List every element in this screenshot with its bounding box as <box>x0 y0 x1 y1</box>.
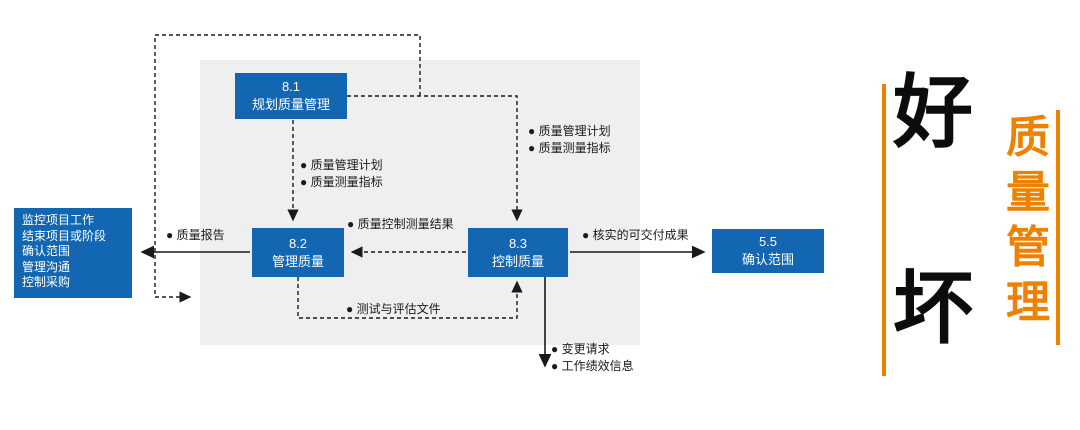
label-plan-to-manage: ● 质量管理计划 ● 质量测量指标 <box>300 157 383 191</box>
process-code: 5.5 <box>758 234 778 249</box>
process-code: 8.3 <box>508 235 528 251</box>
label-quality-report: ● 质量报告 <box>166 228 225 242</box>
vertical-title-char: 理 <box>1006 278 1050 327</box>
flow-label-line: ● 工作绩效信息 <box>551 359 634 373</box>
process-code: 8.2 <box>288 235 308 251</box>
vertical-title-char: 量 <box>1006 168 1050 217</box>
label-test-eval-docs: ● 测试与评估文件 <box>346 302 441 316</box>
vertical-title-quality-management: 质 量 管 理 <box>1002 110 1054 330</box>
label-plan-to-control: ● 质量管理计划 ● 质量测量指标 <box>528 123 611 157</box>
process-box-plan-quality: 8.1 规划质量管理 <box>235 73 347 119</box>
related-process-label: 监控项目工作 <box>22 213 95 227</box>
label-verified-deliverables: ● 核实的可交付成果 <box>582 228 689 242</box>
accent-line-right <box>1056 110 1060 345</box>
related-process-label: 管理沟通 <box>22 259 71 274</box>
label-control-outputs: ● 变更请求 ● 工作绩效信息 <box>551 341 634 375</box>
related-process-label: 控制采购 <box>22 275 71 289</box>
related-processes-box: 监控项目工作 结束项目或阶段 确认范围 管理沟通 控制采购 <box>14 208 132 298</box>
vertical-title-char: 质 <box>1006 113 1050 162</box>
process-box-control-quality: 8.3 控制质量 <box>468 228 568 277</box>
related-process-label: 结束项目或阶段 <box>22 228 107 243</box>
process-name: 管理质量 <box>271 253 324 269</box>
flow-label-line: ● 质量管理计划 <box>528 124 611 138</box>
process-name: 确认范围 <box>741 252 794 267</box>
process-box-validate-scope: 5.5 确认范围 <box>712 229 824 273</box>
process-name: 规划质量管理 <box>251 97 330 112</box>
process-code: 8.1 <box>281 79 301 94</box>
bad-character: 坏 <box>893 261 973 355</box>
accent-line-left <box>882 84 886 376</box>
related-process-label: 确认范围 <box>22 244 71 258</box>
flow-label-line: ● 质量测量指标 <box>300 175 383 189</box>
vertical-title-char: 管 <box>1006 223 1050 272</box>
process-name: 控制质量 <box>491 253 544 269</box>
flow-label-line: ● 变更请求 <box>551 342 610 356</box>
process-box-manage-quality: 8.2 管理质量 <box>252 228 344 277</box>
label-control-measurements: ● 质量控制测量结果 <box>347 217 454 231</box>
flow-label-line: ● 质量管理计划 <box>300 158 383 172</box>
flow-label-line: ● 质量测量指标 <box>528 141 611 155</box>
good-character: 好 <box>893 65 973 159</box>
arrow-test-eval-docs <box>297 277 523 319</box>
arrow-plan-to-control <box>347 95 523 222</box>
arrow-feedback-loop <box>154 34 421 303</box>
